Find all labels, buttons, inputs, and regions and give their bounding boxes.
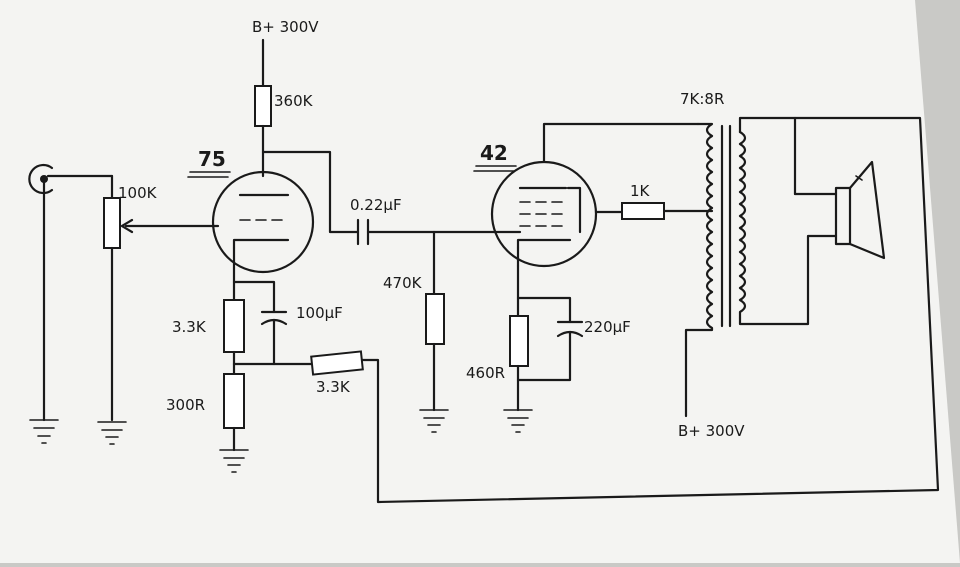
- pot-label: 100K: [118, 184, 158, 202]
- transformer-label: 7K:8R: [680, 90, 724, 108]
- cathode-resistor-2: [509, 315, 529, 367]
- input-jack: [28, 163, 114, 422]
- grid-resistor: [425, 293, 445, 345]
- ground-symbol: [219, 449, 249, 473]
- plate-resistor: [254, 85, 272, 127]
- ground-symbol: [503, 409, 533, 433]
- cathode-resistor-1b-label: 300R: [166, 396, 205, 414]
- feedback-resistor-label: 3.3K: [316, 378, 351, 396]
- cathode-capacitor-1-label: 100μF: [296, 304, 343, 322]
- cathode-resistor-1: [223, 299, 245, 353]
- potentiometer: [103, 174, 220, 422]
- supply-top-label: B+ 300V: [252, 18, 319, 36]
- speaker-icon: [834, 160, 886, 260]
- ground-symbol: [419, 409, 449, 433]
- ground-symbol: [29, 419, 59, 444]
- cathode-capacitor-2: [516, 320, 584, 382]
- output-transformer: [684, 116, 838, 418]
- cathode-resistor-1b: [223, 373, 245, 429]
- supply-bottom-label: B+ 300V: [678, 422, 745, 440]
- coupling-capacitor-label: 0.22μF: [350, 196, 402, 214]
- cathode-resistor-2-label: 460R: [466, 364, 505, 382]
- screen-resistor-label: 1K: [630, 182, 651, 200]
- tube2-label: 42: [480, 141, 508, 165]
- screen-resistor: [621, 202, 665, 220]
- plate-resistor-label: 360K: [274, 92, 314, 110]
- triode-tube: [211, 170, 315, 274]
- cathode-resistor-1-label: 3.3K: [172, 318, 207, 336]
- tube1-label: 75: [198, 147, 226, 171]
- grid-resistor-label: 470K: [383, 274, 423, 292]
- cathode-capacitor-2-label: 220μF: [584, 318, 631, 336]
- ground-symbol: [97, 421, 127, 445]
- feedback-resistor: [310, 350, 364, 376]
- cathode-capacitor-1: [260, 310, 288, 366]
